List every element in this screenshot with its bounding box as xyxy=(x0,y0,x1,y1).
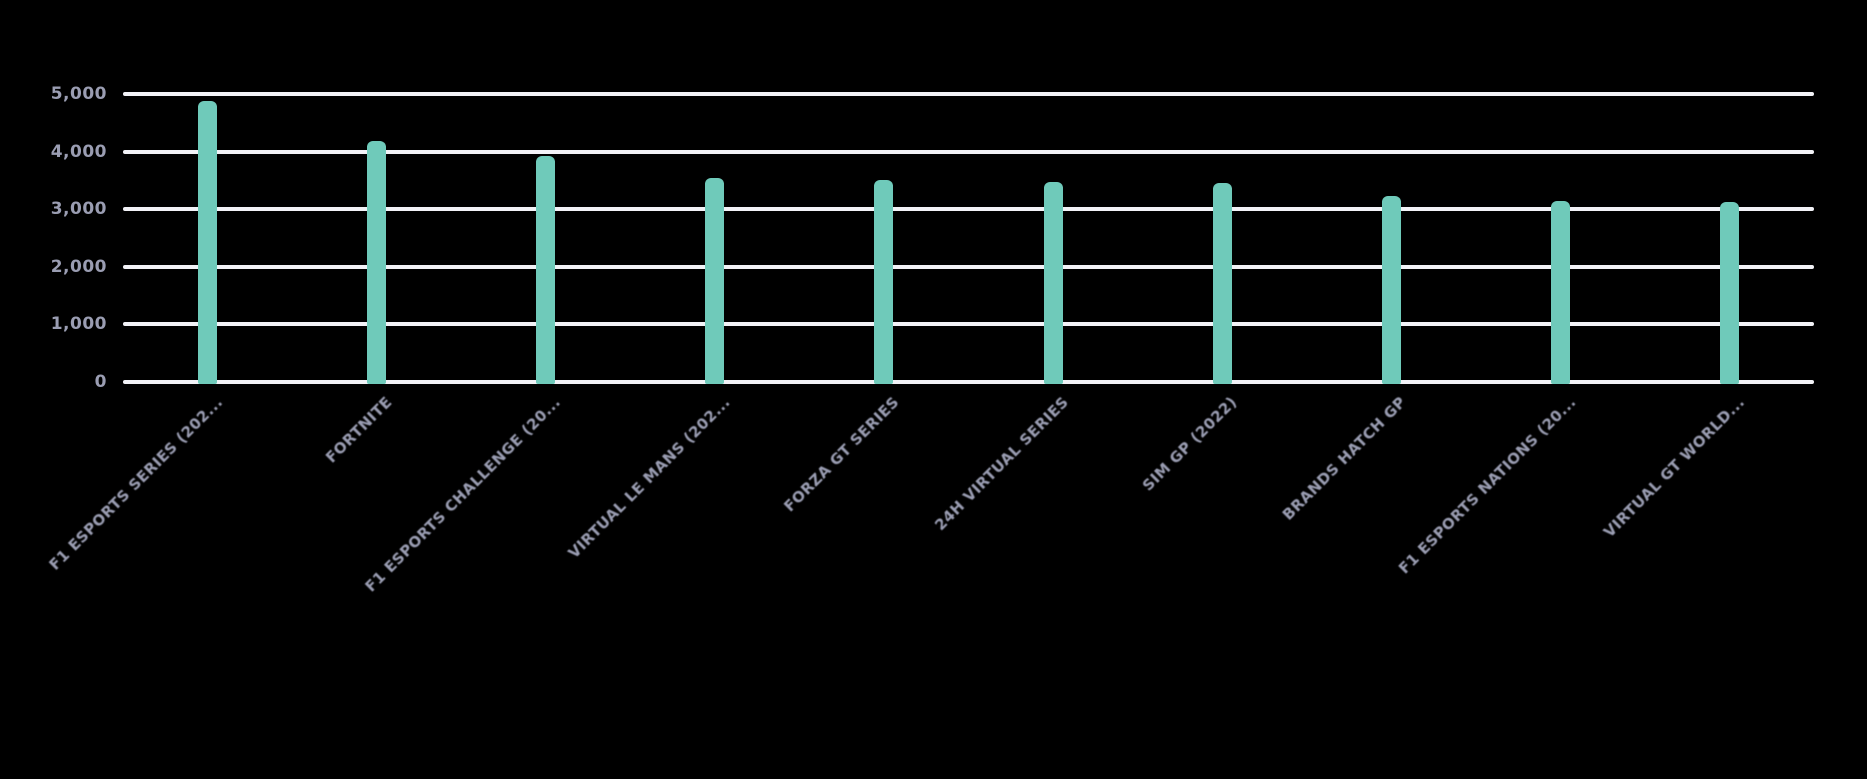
bar[interactable] xyxy=(1043,182,1063,384)
x-tick-label: FORTNITE xyxy=(321,393,396,467)
x-tick-label: SIM GP (2022) xyxy=(1139,393,1241,495)
y-tick-label: 4,000 xyxy=(50,141,107,162)
x-tick-label: F1 ESPORTS CHALLENGE (20... xyxy=(362,393,565,596)
bar[interactable] xyxy=(536,155,556,384)
bar[interactable] xyxy=(705,177,725,384)
y-tick-label: 0 xyxy=(94,372,107,392)
gridline xyxy=(123,149,1814,154)
gridline xyxy=(123,380,1814,384)
y-tick-label: 5,000 xyxy=(50,84,107,104)
x-tick-label: VIRTUAL LE MANS (202... xyxy=(564,393,734,563)
bar[interactable] xyxy=(367,140,387,384)
gridline xyxy=(123,92,1814,96)
bar[interactable] xyxy=(874,180,894,384)
x-tick-label: BRANDS HATCH GP xyxy=(1279,393,1410,524)
bar[interactable] xyxy=(1719,202,1739,384)
x-tick-label: VIRTUAL GT WORLD... xyxy=(1600,393,1749,542)
bar[interactable] xyxy=(1381,196,1401,384)
x-tick-label: F1 ESPORTS NATIONS (20... xyxy=(1394,393,1580,578)
gridline xyxy=(123,207,1814,212)
gridline xyxy=(123,322,1814,327)
gridline xyxy=(123,264,1814,269)
y-tick-label: 2,000 xyxy=(50,256,107,277)
x-tick-label: FORZA GT SERIES xyxy=(780,393,903,516)
y-tick-label: 1,000 xyxy=(50,314,107,335)
bar[interactable] xyxy=(1550,200,1570,384)
x-tick-label: F1 ESPORTS SERIES (202... xyxy=(45,393,227,574)
bar[interactable] xyxy=(1212,183,1232,384)
x-tick-label: 24H VIRTUAL SERIES xyxy=(930,393,1072,535)
y-tick-label: 3,000 xyxy=(50,199,107,220)
bar[interactable] xyxy=(198,100,218,384)
